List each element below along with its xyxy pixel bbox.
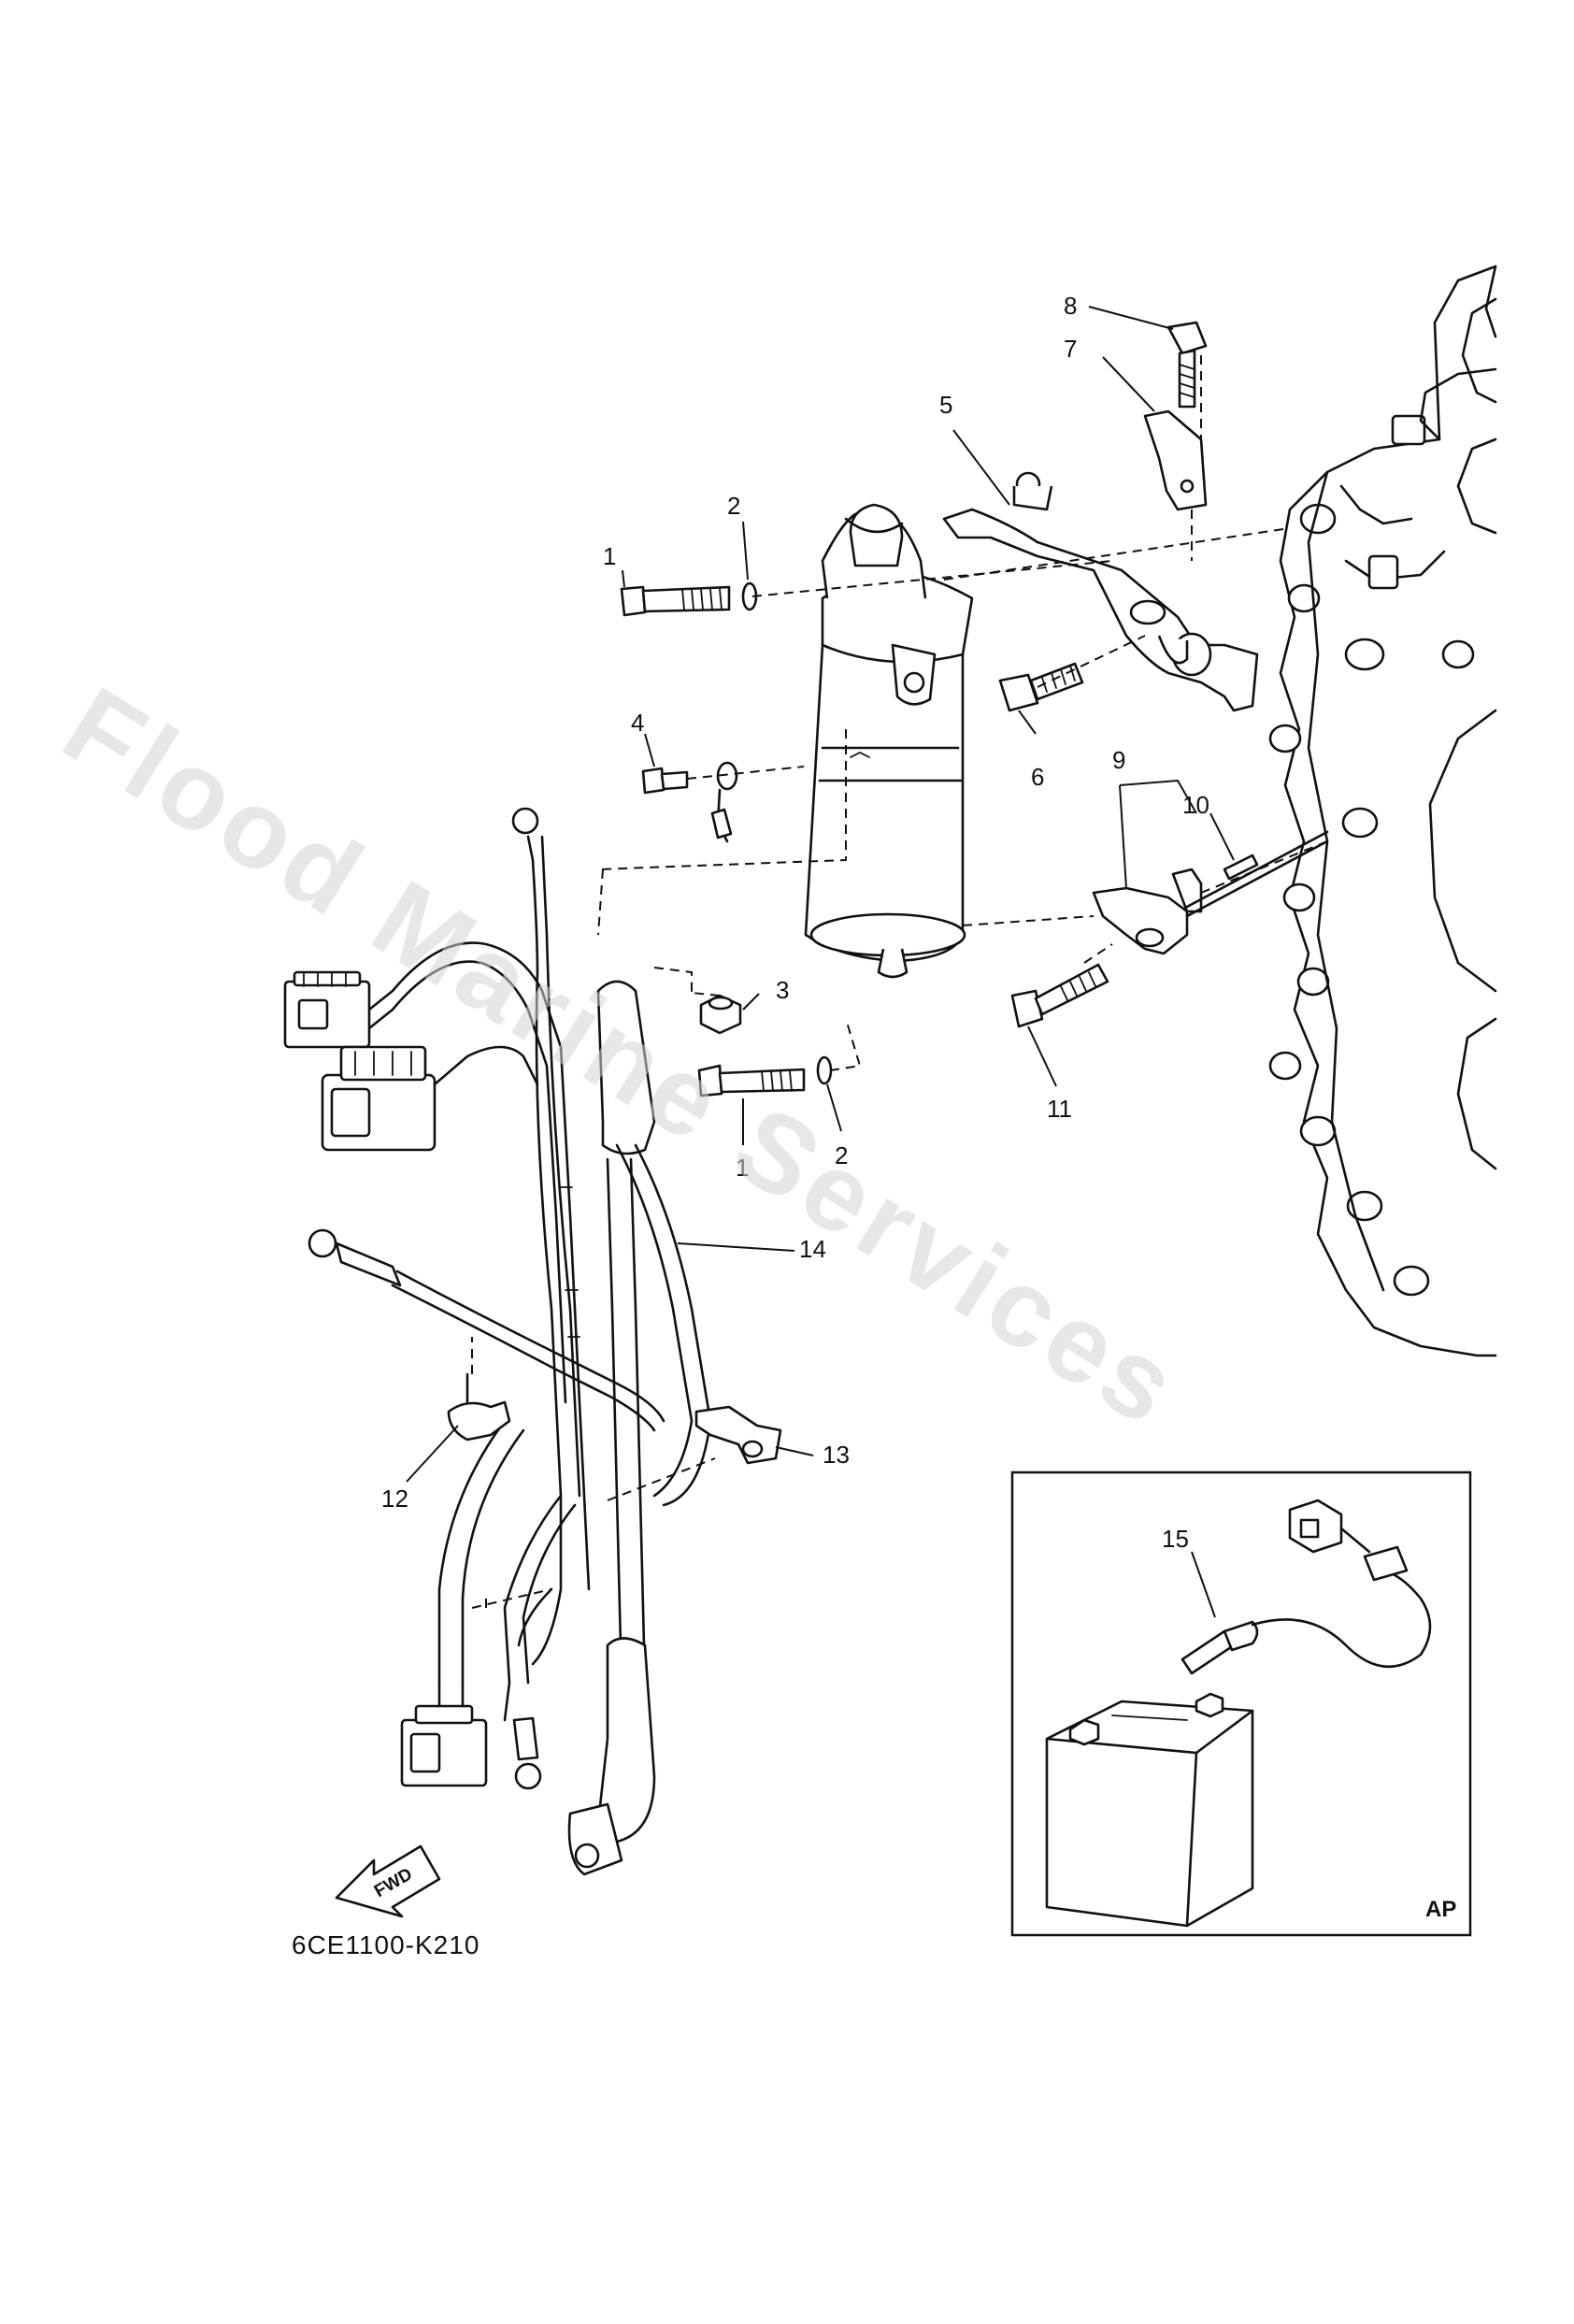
relay-holder [1092,830,1329,955]
callout-1-lower: 1 [736,1154,749,1182]
bracket-cover [1143,409,1208,511]
assembly-lines [471,355,1328,1609]
bolt-1-top [620,585,731,617]
callout-14: 14 [799,1235,826,1263]
callout-11: 11 [1047,1095,1072,1123]
grommet-10 [1223,854,1259,881]
washer-2-lower [816,1055,833,1085]
callout-3: 3 [776,976,789,1004]
inset-tag-ap: AP [1425,1897,1456,1922]
callout-13: 13 [823,1441,850,1469]
battery-inset [1010,1470,1472,1937]
ground-terminal [710,761,738,843]
callout-10: 10 [1182,791,1209,819]
callout-6: 6 [1031,763,1044,791]
clamp-12 [447,1372,511,1442]
callout-4: 4 [631,709,644,737]
leader-lines [406,306,1235,1618]
callout-2-top: 2 [727,492,740,520]
watermark: Flood Marine Services [43,664,1201,1451]
callout-12: 12 [381,1485,408,1513]
bolt-1-lower [697,1064,806,1097]
starter-bracket [942,471,1259,712]
callout-15: 15 [1162,1525,1189,1553]
starter-motor [804,503,974,979]
drawing-code: 6CE1100-K210 [292,1930,479,1959]
clip-13 [694,1405,782,1465]
callout-1-top: 1 [603,542,616,570]
fwd-arrow [335,1844,441,1918]
engine-block [1268,265,1497,1357]
callout-7: 7 [1064,335,1077,363]
cover-bolt [1166,321,1208,409]
screw-4 [641,767,689,795]
nut-3 [699,994,742,1035]
callout-9: 9 [1112,746,1125,774]
callout-8: 8 [1064,292,1077,320]
callout-5: 5 [939,391,952,419]
callout-2-lower: 2 [835,1141,848,1169]
bolt-11 [1010,963,1109,1028]
wiring-harness [283,807,712,1876]
